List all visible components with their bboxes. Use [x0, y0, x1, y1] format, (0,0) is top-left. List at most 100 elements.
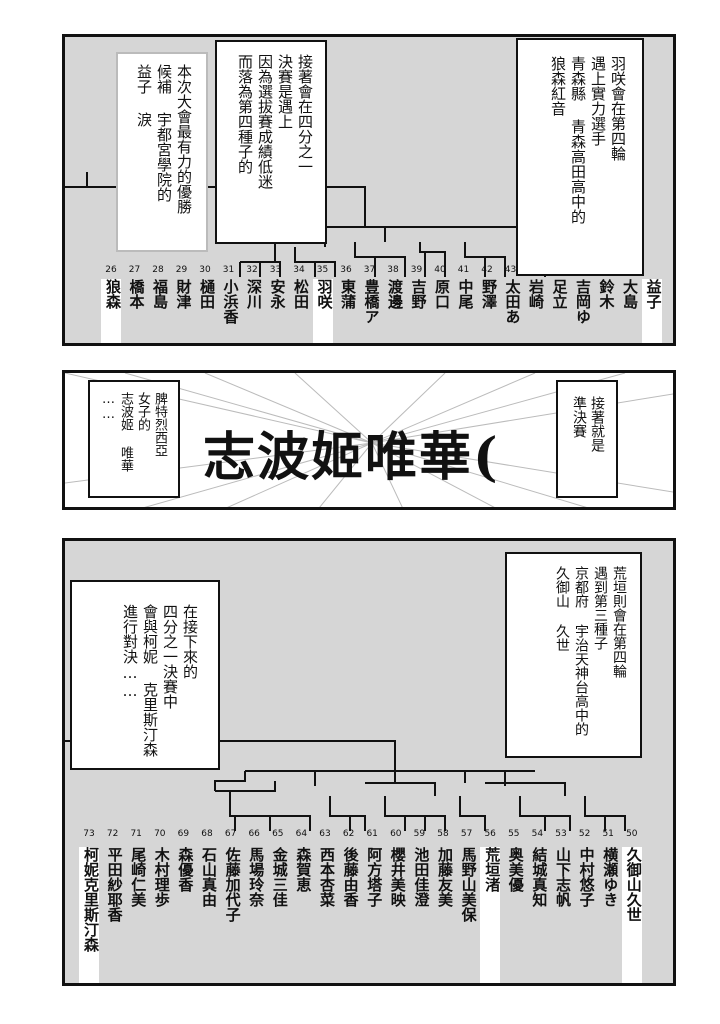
- top-bracket-seed-number: 43: [504, 265, 517, 275]
- caption-line: 志波姬 唯華: [118, 392, 133, 472]
- top-bracket-player-name: 橋本: [127, 279, 146, 309]
- top-bracket-seed-number: 28: [152, 265, 164, 275]
- top-bracket-seed-number: 34: [293, 265, 305, 275]
- top-bracket-player-name: 豊橋ア: [362, 279, 381, 324]
- bottom-bracket-player-name: 金城三佳: [270, 847, 289, 907]
- bottom-bracket-player-name: 木村理歩: [152, 847, 171, 907]
- caption-top-left: 本次大會最有力的優勝 候補 宇都宮學院的 益子 淚: [134, 64, 194, 249]
- top-bracket-seed-number: 39: [410, 265, 423, 275]
- top-bracket-player-name: 中尾: [456, 279, 475, 309]
- bottom-bracket-player-name: 石山真由: [200, 847, 218, 907]
- top-bracket-player-name: 財津: [174, 279, 193, 309]
- bottom-bracket-seed-number: 71: [130, 829, 142, 839]
- caption-line: 而落為第四種子的: [236, 54, 254, 174]
- bottom-bracket-player-name: 森優香: [176, 847, 195, 892]
- bottom-bracket-seed-number: 51: [602, 829, 614, 839]
- top-bracket-seed-number: 30: [199, 265, 211, 275]
- speed-lines: [65, 373, 673, 507]
- caption-line: 脾特烈西亞: [152, 392, 167, 457]
- bottom-bracket-player-name: 荒垣渚: [480, 847, 501, 983]
- top-bracket-seed-number: 32: [246, 265, 258, 275]
- caption-line: 益子 淚: [135, 64, 153, 127]
- caption-line: 青森縣 青森高田高中的: [569, 56, 587, 224]
- bottom-bracket-player-name: 池田佳澄: [412, 847, 431, 907]
- bottom-bracket-player-name: 柯妮克里斯汀森: [79, 847, 100, 983]
- caption-box-mid-left: 脾特烈西亞 女子的 志波姬 唯華 ……: [88, 380, 180, 498]
- caption-line: 候補 宇都宮學院的: [155, 64, 173, 202]
- top-bracket-player-name: 足立: [550, 279, 569, 309]
- bottom-bracket-seed-number: 60: [390, 829, 402, 839]
- big-name-title: 志波姬唯華(: [203, 427, 500, 488]
- bottom-bracket-seed-number: 64: [295, 829, 308, 839]
- caption-mid-right: 接著就是 準決賽: [570, 396, 606, 491]
- caption-line: 會與柯妮 克里斯汀森: [141, 604, 159, 757]
- caption-mid-left: 脾特烈西亞 女子的 志波姬 唯華 ……: [100, 392, 168, 492]
- bottom-bracket-player-name: 加藤友美: [436, 847, 454, 907]
- top-bracket-player-name: 渡邊: [386, 279, 404, 309]
- top-bracket-player-name: 樋田: [198, 279, 216, 309]
- top-bracket-player-name: 福島: [151, 279, 169, 309]
- bracket-lines-bottom: [65, 726, 626, 831]
- caption-box-top-left: 本次大會最有力的優勝 候補 宇都宮學院的 益子 淚: [116, 52, 208, 252]
- caption-box-mid-right: 接著就是 準決賽: [556, 380, 618, 498]
- bottom-bracket-player-name: 馬野山美保: [459, 847, 478, 922]
- bottom-bracket-seed-number: 70: [154, 829, 166, 839]
- caption-line: 因為選拔賽成績低迷: [256, 54, 274, 189]
- caption-line: 遇到第三種子: [592, 566, 608, 650]
- caption-line: 進行對決……: [121, 604, 139, 700]
- top-bracket-player-name: 吉岡ゆ: [574, 279, 592, 324]
- caption-bottom-right: 荒垣則會在第四輪 遇到第三種子 京都府 宇治天神台高中的 久御山 久世: [552, 566, 628, 751]
- top-bracket-player-name: 東蒲: [339, 279, 357, 309]
- bottom-bracket-seed-number: 54: [531, 829, 544, 839]
- caption-line: 荒垣則會在第四輪: [611, 566, 627, 678]
- top-bracket-player-name: 大島: [621, 279, 639, 309]
- caption-line: 接著就是: [589, 396, 605, 452]
- caption-line: 京都府 宇治天神台高中的: [573, 566, 589, 736]
- bottom-bracket-seed-number: 62: [342, 829, 355, 839]
- top-bracket-player-name: 鈴木: [597, 279, 616, 309]
- top-bracket-seed-number: 36: [340, 265, 352, 275]
- caption-box-top-right: 羽咲會在第四輪 遇上實力選手 青森縣 青森高田高中的 狼森紅音: [516, 38, 644, 276]
- caption-top-mid: 接著會在四分之一 決賽是遇上 因為選拔賽成績低迷 而落為第四種子的: [235, 54, 315, 239]
- bottom-bracket-seed-number: 53: [555, 829, 567, 839]
- top-bracket-seed-number: 40: [434, 265, 446, 275]
- caption-line: 在接下來的: [181, 604, 199, 679]
- bottom-bracket-seed-number: 56: [484, 829, 496, 839]
- bottom-bracket-seed-number: 55: [508, 829, 520, 839]
- top-bracket-seed-number: 38: [387, 265, 399, 275]
- bottom-bracket-seed-number: 69: [177, 829, 190, 839]
- top-bracket-player-name: 益子: [641, 279, 663, 343]
- bottom-bracket-seed-number: 72: [106, 829, 119, 839]
- top-bracket-seed-number: 27: [128, 265, 141, 275]
- bottom-bracket-player-name: 尾崎仁美: [129, 847, 148, 907]
- top-bracket-player-name: 岩崎: [527, 279, 545, 309]
- caption-box-bottom-left: 在接下來的 四分之一決賽中 會與柯妮 克里斯汀森 進行對決……: [70, 580, 220, 770]
- bottom-bracket-seed-number: 57: [460, 829, 473, 839]
- bottom-bracket-player-name: 山下志帆: [554, 847, 572, 907]
- top-bracket-seed-number: 31: [222, 265, 235, 275]
- bottom-bracket-seed-number: 50: [626, 829, 638, 839]
- bottom-bracket-seed-number: 66: [248, 829, 260, 839]
- top-bracket-player-name: 安永: [268, 279, 287, 309]
- top-bracket-player-name: 小浜香: [221, 279, 240, 324]
- bottom-bracket-seed-number: 59: [413, 829, 426, 839]
- caption-top-right: 羽咲會在第四輪 遇上實力選手 青森縣 青森高田高中的 狼森紅音: [548, 56, 628, 266]
- top-bracket-player-name: 太田あ: [503, 279, 522, 324]
- bottom-bracket-player-name: 佐藤加代子: [223, 847, 242, 922]
- top-bracket-player-name: 深川: [245, 279, 263, 309]
- bottom-bracket-player-name: 後藤由香: [341, 847, 360, 907]
- caption-line: 狼森紅音: [549, 56, 567, 116]
- caption-box-top-mid: 接著會在四分之一 決賽是遇上 因為選拔賽成績低迷 而落為第四種子的: [215, 40, 327, 244]
- top-bracket-seed-number: 33: [269, 265, 282, 275]
- bottom-bracket-player-name: 阿方塔子: [365, 847, 384, 907]
- caption-line: 接著會在四分之一: [296, 54, 314, 174]
- caption-line: 遇上實力選手: [589, 56, 607, 146]
- caption-line: 四分之一決賽中: [161, 604, 179, 709]
- top-bracket-seed-number: 42: [481, 265, 493, 275]
- caption-line: 準決賽: [571, 396, 587, 438]
- bottom-bracket-player-name: 平田紗耶香: [105, 847, 124, 922]
- bottom-bracket-player-name: 櫻井美映: [388, 847, 407, 907]
- bottom-bracket-player-name: 西本杏菜: [318, 847, 336, 907]
- bottom-bracket-seed-number: 58: [437, 829, 449, 839]
- bottom-bracket-player-name: 久御山久世: [621, 847, 643, 983]
